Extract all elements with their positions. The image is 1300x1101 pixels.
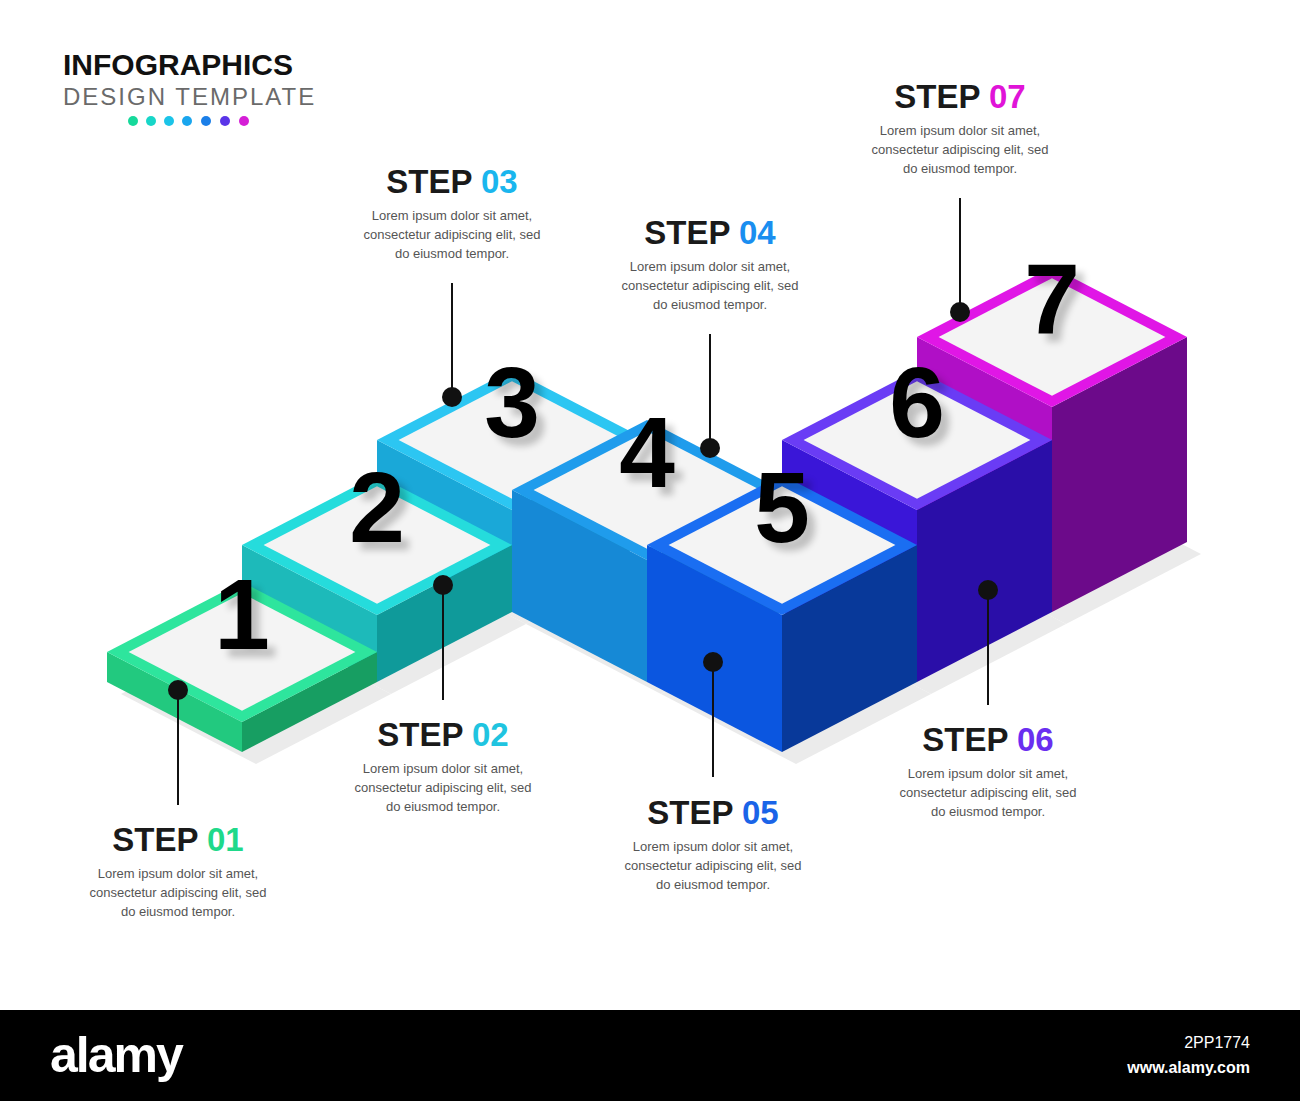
leader-dot: [950, 302, 970, 322]
step-word: STEP: [894, 78, 989, 115]
leader-dot: [978, 580, 998, 600]
step-heading: STEP 01: [28, 822, 328, 858]
step-number: 7: [1024, 249, 1080, 349]
leader-line: [451, 283, 453, 397]
step-word: STEP: [647, 794, 742, 831]
header-dot: [164, 116, 174, 126]
step-index: 06: [1017, 721, 1054, 758]
leader-line: [177, 690, 179, 805]
step-number: 2: [349, 457, 405, 557]
watermark-band: [0, 1010, 1300, 1101]
step-heading: STEP 03: [302, 164, 602, 200]
step-number: 3: [484, 352, 540, 452]
step-heading: STEP 05: [563, 795, 863, 831]
step-number: 5: [754, 457, 810, 557]
step-word: STEP: [644, 214, 739, 251]
step-heading: STEP 06: [838, 722, 1138, 758]
step-number: 1: [214, 564, 270, 664]
step-description: Lorem ipsum dolor sit amet, consectetur …: [360, 206, 544, 263]
watermark-url: www.alamy.com: [1127, 1059, 1250, 1077]
step-heading: STEP 02: [293, 717, 593, 753]
step-word: STEP: [386, 163, 481, 200]
leader-line: [709, 334, 711, 448]
leader-line: [959, 198, 961, 312]
step-index: 07: [989, 78, 1026, 115]
leader-dot: [433, 575, 453, 595]
step-heading: STEP 04: [560, 215, 860, 251]
step-index: 05: [742, 794, 779, 831]
header-dots: [128, 116, 249, 126]
step-description: Lorem ipsum dolor sit amet, consectetur …: [868, 121, 1052, 178]
step-heading: STEP 07: [810, 79, 1110, 115]
step-word: STEP: [112, 821, 207, 858]
step-description: Lorem ipsum dolor sit amet, consectetur …: [896, 764, 1080, 821]
header-dot: [239, 116, 249, 126]
header-dot: [146, 116, 156, 126]
leader-dot: [703, 652, 723, 672]
header-dot: [220, 116, 230, 126]
step-description: Lorem ipsum dolor sit amet, consectetur …: [618, 257, 802, 314]
step-number: 6: [889, 352, 945, 452]
leader-line: [987, 590, 989, 705]
step-word: STEP: [377, 716, 472, 753]
step-index: 04: [739, 214, 776, 251]
step-number: 4: [619, 402, 675, 502]
step-block: 1: [107, 582, 379, 754]
leader-line: [712, 662, 714, 777]
step-block: 5: [647, 475, 919, 754]
watermark-id: 2PP1774: [1184, 1034, 1250, 1052]
step-index: 01: [207, 821, 244, 858]
step-description: Lorem ipsum dolor sit amet, consectetur …: [621, 837, 805, 894]
leader-dot: [442, 387, 462, 407]
leader-dot: [168, 680, 188, 700]
header-dot: [128, 116, 138, 126]
header-dot: [182, 116, 192, 126]
watermark-logo: alamy: [50, 1030, 182, 1080]
step-index: 03: [481, 163, 518, 200]
step-word: STEP: [922, 721, 1017, 758]
header-dot: [201, 116, 211, 126]
subtitle: DESIGN TEMPLATE: [63, 84, 316, 110]
leader-dot: [700, 438, 720, 458]
title: INFOGRAPHICS: [63, 48, 293, 81]
leader-line: [442, 585, 444, 700]
step-index: 02: [472, 716, 509, 753]
step-description: Lorem ipsum dolor sit amet, consectetur …: [351, 759, 535, 816]
step-description: Lorem ipsum dolor sit amet, consectetur …: [86, 864, 270, 921]
